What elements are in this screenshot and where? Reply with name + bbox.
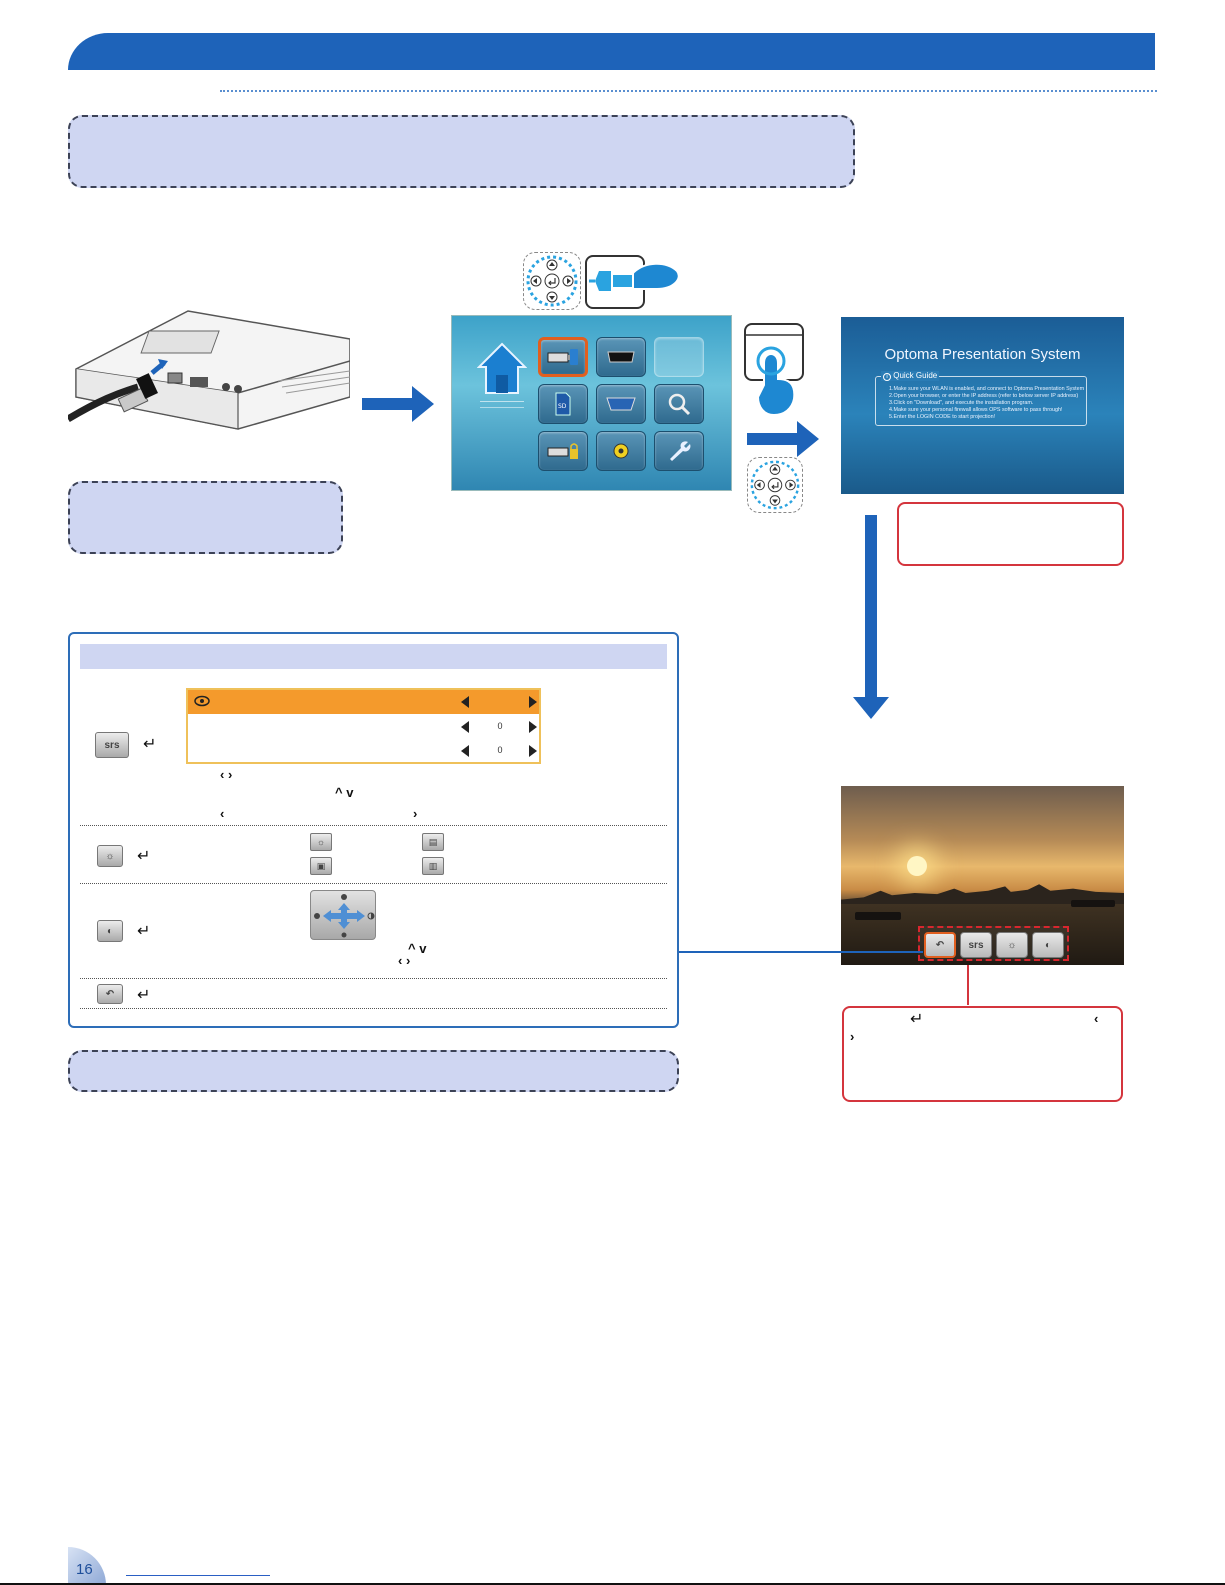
srs-row-wow[interactable] xyxy=(188,690,539,714)
ops-step-5: 5.Enter the LOGIN CODE to start projecti… xyxy=(889,414,996,420)
row-separator-3 xyxy=(80,978,667,979)
ops-step-1: 1.Make sure your WLAN is enabled, and co… xyxy=(889,386,1085,392)
footer-link-underline xyxy=(126,1575,270,1576)
ops-step-4: 4.Make sure your personal firewall allow… xyxy=(889,407,1063,413)
note-box-left xyxy=(68,481,343,554)
enter-icon-1: ↵ xyxy=(143,736,157,753)
presentation-mode-icon: ▤ xyxy=(422,833,444,851)
arrow-down xyxy=(853,515,889,719)
enter-icon-2: ↵ xyxy=(137,848,151,865)
ops-quick-guide-label: i Quick Guide xyxy=(881,371,940,381)
home-icon xyxy=(477,342,527,394)
toolbar-srs-label: srs xyxy=(968,939,984,951)
row3-left-arrow-icon[interactable] xyxy=(461,745,469,757)
up-down-arrows-icon-2: ^ v xyxy=(408,941,427,956)
hdmi-tile[interactable] xyxy=(596,337,646,377)
callout-box-right-bottom: ↵ ‹ › xyxy=(842,1006,1123,1102)
settings-wrench-tile[interactable] xyxy=(654,431,704,471)
return-button-icon: ↶ xyxy=(97,984,123,1004)
brightness-contrast-pad-icon xyxy=(310,890,376,940)
srs-right-arrow-icon[interactable] xyxy=(529,696,537,708)
callout-box-right-top xyxy=(897,502,1124,566)
movie-mode-icon: ▥ xyxy=(422,857,444,875)
toolbar-return-button[interactable]: ↶ xyxy=(924,932,956,958)
arrow-right-1 xyxy=(362,386,434,422)
home-underline xyxy=(480,401,524,402)
header-dotted-rule xyxy=(220,90,1157,92)
left-right-arrows-icon-1: ‹ › xyxy=(220,767,233,782)
ops-search-tile[interactable] xyxy=(654,384,704,424)
enter-icon-4: ↵ xyxy=(137,987,151,1004)
callout-right-arrow-icon: › xyxy=(850,1029,855,1044)
right-arrow-icon-1: › xyxy=(413,806,418,821)
up-down-arrows-icon: ^ v xyxy=(335,785,354,800)
callout-enter-icon: ↵ xyxy=(910,1011,924,1028)
srs-button-label: srs xyxy=(104,739,120,751)
remote-dpad-small-icon xyxy=(747,457,803,513)
bright-mode-icon: ☼ xyxy=(310,833,332,851)
ops-title: Optoma Presentation System xyxy=(884,346,1081,363)
photo-mode-icon: ▣ xyxy=(310,857,332,875)
brightness-contrast-button-icon: ◐ xyxy=(97,920,123,942)
ops-presentation-screen: Optoma Presentation System i Quick Guide… xyxy=(841,317,1124,494)
note-box-top xyxy=(68,115,855,188)
connector-line-red xyxy=(967,965,969,1005)
ops-step-3: 3.Click on "Download", and execute the i… xyxy=(889,400,1034,406)
srs-row-2[interactable]: 0 xyxy=(188,715,539,739)
toolbar-picture-mode-button[interactable]: ☼ xyxy=(996,932,1028,958)
home-underline-2 xyxy=(480,407,524,408)
row-separator-2 xyxy=(80,883,667,884)
svg-text:SD: SD xyxy=(558,403,567,410)
projector-usb-illustration xyxy=(68,310,350,430)
touchpad-swipe-icon xyxy=(585,255,680,309)
connector-line xyxy=(679,951,923,953)
row2-left-arrow-icon[interactable] xyxy=(461,721,469,733)
picture-mode-button-icon: ☼ xyxy=(97,845,123,867)
section-header-bar xyxy=(68,33,1155,70)
playback-settings-panel: 0 0 srs ↵ ‹ › ^ v ‹ › ☼ ↵ ☼ ▣ ▤ ▥ ◐ ↵ ^ … xyxy=(68,632,679,1028)
home-menu-screen: SD xyxy=(451,315,732,491)
ops-step-2: 2.Open your browser, or enter the IP add… xyxy=(889,393,1079,399)
info-icon: i xyxy=(883,373,891,381)
row-separator-1 xyxy=(80,825,667,826)
ops-guide-label-text: Quick Guide xyxy=(893,371,938,380)
row3-right-arrow-icon[interactable] xyxy=(529,745,537,757)
callout-left-arrow-icon: ‹ xyxy=(1094,1011,1099,1026)
row-separator-4 xyxy=(80,1008,667,1009)
boat-1 xyxy=(855,912,901,920)
arrow-right-2 xyxy=(747,421,819,457)
row2-right-arrow-icon[interactable] xyxy=(529,721,537,733)
boat-2 xyxy=(1071,900,1115,907)
srs-left-arrow-icon[interactable] xyxy=(461,696,469,708)
enter-icon-3: ↵ xyxy=(137,923,151,940)
left-arrow-icon-1: ‹ xyxy=(220,806,225,821)
srs-eye-icon xyxy=(194,695,210,707)
slideshow-photo: ↶ srs ☼ ◐ xyxy=(841,786,1124,965)
usb-tile[interactable] xyxy=(538,337,588,377)
left-right-arrows-icon-2: ‹ › xyxy=(398,953,411,968)
panel-header xyxy=(80,644,667,669)
note-box-bottom xyxy=(68,1050,679,1092)
ops-quick-guide-box xyxy=(875,376,1087,426)
playback-toolbar: ↶ srs ☼ ◐ xyxy=(918,926,1069,961)
usb-lock-tile[interactable] xyxy=(538,431,588,471)
srs-settings-menu: 0 0 xyxy=(186,688,541,764)
page-number: 16 xyxy=(76,1561,93,1578)
srs-row-3[interactable]: 0 xyxy=(188,739,539,763)
blank-tile xyxy=(654,337,704,377)
composite-tile[interactable] xyxy=(596,431,646,471)
footer-rule xyxy=(0,1583,1225,1585)
sun xyxy=(907,856,927,876)
touchpad-tap-icon xyxy=(744,323,804,417)
vga-tile[interactable] xyxy=(596,384,646,424)
remote-dpad-icon xyxy=(523,252,581,310)
row3-value: 0 xyxy=(497,745,503,755)
toolbar-brightness-button[interactable]: ◐ xyxy=(1032,932,1064,958)
toolbar-srs-button[interactable]: srs xyxy=(960,932,992,958)
row2-value: 0 xyxy=(497,721,503,731)
sd-card-tile[interactable]: SD xyxy=(538,384,588,424)
srs-button-icon: srs xyxy=(95,732,129,758)
